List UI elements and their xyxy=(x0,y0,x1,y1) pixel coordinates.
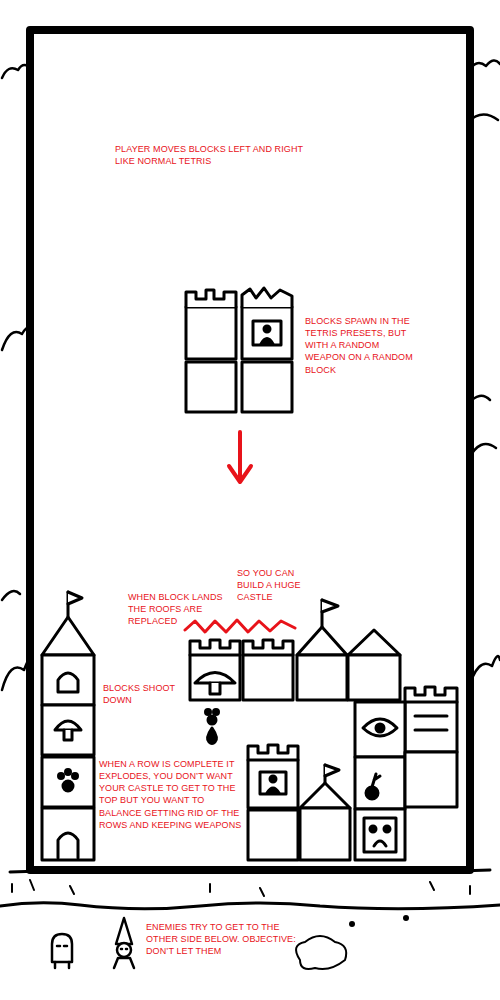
note-text: WHEN A ROW IS COMPLETE IT EXPLODES, YOU … xyxy=(99,758,249,831)
ground xyxy=(0,870,500,969)
annotation: BLOCKS SHOOT DOWN xyxy=(103,683,175,705)
note-text: WHEN BLOCK LANDS THE ROOFS ARE REPLACED xyxy=(128,591,228,627)
castle xyxy=(42,592,457,860)
note-text: BLOCKS SPAWN IN THE TETRIS PRESETS, BUT … xyxy=(305,315,417,376)
note-text: BLOCKS SHOOT DOWN xyxy=(103,682,185,706)
note-text: ENEMIES TRY TO GET TO THE OTHER SIDE BEL… xyxy=(146,921,296,957)
annotation: WHEN BLOCK LANDS THE ROOFS ARE REPLACED xyxy=(128,592,223,626)
falling-piece xyxy=(186,288,292,412)
note-text: SO YOU CAN BUILD A HUGE CASTLE xyxy=(237,567,321,603)
playfield-frame xyxy=(30,30,470,870)
enemies xyxy=(52,918,134,968)
roof-marker xyxy=(185,620,295,632)
annotation: PLAYER MOVES BLOCKS LEFT AND RIGHT LIKE … xyxy=(115,144,303,166)
annotation: ENEMIES TRY TO GET TO THE OTHER SIDE BEL… xyxy=(146,922,296,956)
annotation: BLOCKS SPAWN IN THE TETRIS PRESETS, BUT … xyxy=(305,316,413,375)
fall-arrow xyxy=(229,432,251,482)
annotation: SO YOU CAN BUILD A HUGE CASTLE xyxy=(237,568,301,602)
note-text: PLAYER MOVES BLOCKS LEFT AND RIGHT LIKE … xyxy=(115,143,315,167)
annotation: WHEN A ROW IS COMPLETE IT EXPLODES, YOU … xyxy=(99,759,241,830)
